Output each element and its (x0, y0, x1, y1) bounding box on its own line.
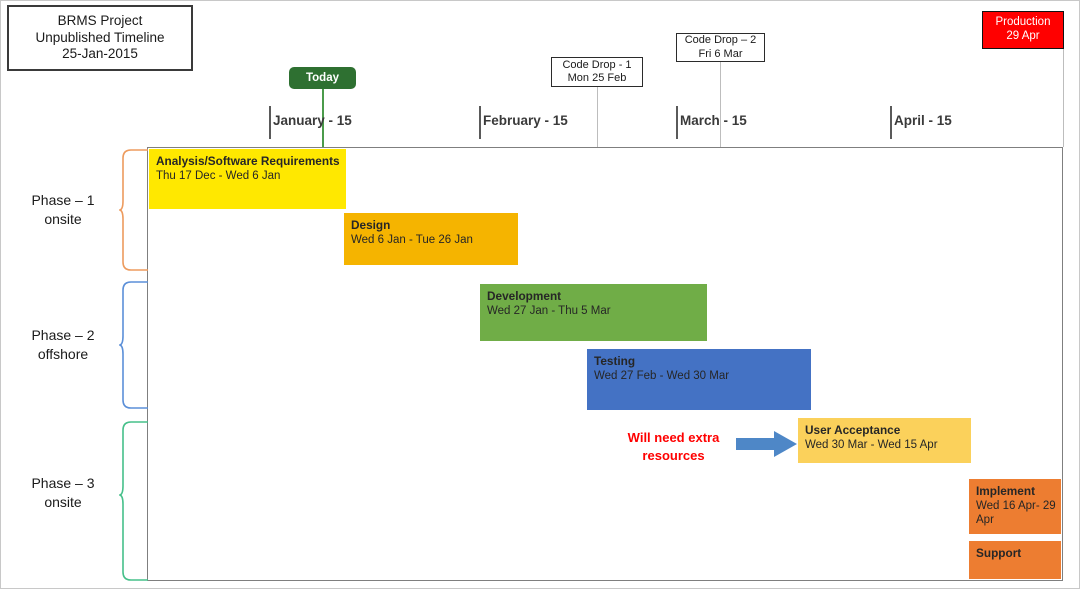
axis-label-april: April - 15 (894, 113, 952, 128)
project-title-line-2: Unpublished Timeline (35, 29, 165, 45)
phase-3-label-line-2: onsite (44, 493, 82, 510)
task-bar-title: Design (351, 218, 391, 232)
task-bar-user-acceptance[interactable]: User Acceptance Wed 30 Mar - Wed 15 Apr (798, 418, 971, 463)
phase-1-label-line-1: Phase – 1 (31, 192, 95, 208)
phase-2-label: Phase – 2 offshore (11, 326, 115, 364)
axis-tick-march (676, 106, 678, 139)
axis-tick-january (269, 106, 271, 139)
task-bar-dates: Wed 27 Jan - Thu 5 Mar (487, 304, 611, 317)
task-bar-design[interactable]: Design Wed 6 Jan - Tue 26 Jan (344, 213, 518, 265)
production-milestone-date: 29 Apr (1006, 30, 1040, 42)
production-milestone-box[interactable]: Production 29 Apr (982, 11, 1064, 49)
task-bar-dates: Wed 6 Jan - Tue 26 Jan (351, 233, 473, 246)
task-bar-title: Testing (594, 354, 636, 368)
task-bar-title: User Acceptance (805, 423, 901, 437)
today-marker-label: Today (305, 72, 339, 84)
phase-2-brace (119, 281, 148, 409)
task-bar-dates: Wed 27 Feb - Wed 30 Mar (594, 369, 730, 382)
code-drop-1-name: Code Drop - 1 (562, 58, 632, 71)
phase-2-label-line-1: Phase – 2 (31, 327, 95, 343)
phase-3-label-line-1: Phase – 3 (31, 475, 95, 491)
resources-annotation-line-1: Will need extra (627, 430, 720, 445)
phase-1-brace (119, 149, 148, 271)
task-bar-title: Analysis/Software Requirements (156, 154, 340, 168)
task-bar-dates: Wed 16 Apr- 29 Apr (976, 499, 1056, 527)
code-drop-2-box[interactable]: Code Drop – 2 Fri 6 Mar (676, 33, 765, 62)
task-bar-analysis-software-requirements[interactable]: Analysis/Software Requirements Thu 17 De… (149, 149, 346, 209)
task-bar-development[interactable]: Development Wed 27 Jan - Thu 5 Mar (480, 284, 707, 341)
task-bar-implement[interactable]: Implement Wed 16 Apr- 29 Apr (969, 479, 1061, 534)
phase-3-label: Phase – 3 onsite (11, 474, 115, 512)
code-drop-1-date: Mon 25 Feb (567, 72, 627, 84)
project-title-line-1: BRMS Project (57, 13, 143, 29)
phase-1-label: Phase – 1 onsite (11, 191, 115, 229)
project-title-box: BRMS Project Unpublished Timeline 25-Jan… (7, 5, 193, 71)
code-drop-2-drop-line (720, 62, 722, 147)
phase-3-brace (119, 421, 148, 581)
resources-annotation-text: Will need extra resources (611, 429, 736, 464)
task-bar-testing[interactable]: Testing Wed 27 Feb - Wed 30 Mar (587, 349, 811, 410)
task-bar-title: Support (976, 546, 1022, 560)
axis-tick-april (890, 106, 892, 139)
code-drop-1-drop-line (597, 87, 599, 147)
production-drop-line (1063, 49, 1065, 147)
task-bar-dates: Wed 30 Mar - Wed 15 Apr (805, 438, 938, 451)
code-drop-2-name: Code Drop – 2 (684, 34, 757, 47)
today-marker-chip[interactable]: Today (289, 67, 356, 89)
axis-label-january: January - 15 (273, 113, 352, 128)
resources-annotation-line-2: resources (642, 447, 705, 463)
task-bar-support[interactable]: Support (969, 541, 1061, 579)
production-milestone-name: Production (995, 16, 1051, 29)
task-bar-title: Implement (976, 484, 1035, 498)
project-title-line-3: 25-Jan-2015 (62, 46, 138, 62)
resources-arrow-icon (736, 431, 797, 457)
axis-tick-february (479, 106, 481, 139)
axis-label-february: February - 15 (483, 113, 568, 128)
phase-2-label-line-2: offshore (37, 345, 89, 362)
task-bar-title: Development (487, 289, 562, 303)
code-drop-1-box[interactable]: Code Drop - 1 Mon 25 Feb (551, 57, 643, 87)
task-bar-dates: Thu 17 Dec - Wed 6 Jan (156, 169, 281, 182)
phase-1-label-line-2: onsite (44, 210, 82, 227)
code-drop-2-date: Fri 6 Mar (698, 47, 743, 60)
axis-label-march: March - 15 (680, 113, 747, 128)
